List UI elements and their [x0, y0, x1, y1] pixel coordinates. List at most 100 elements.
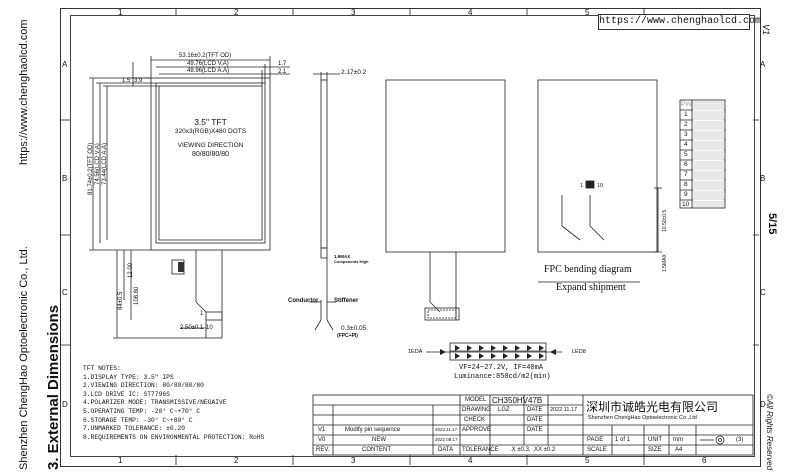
fpc-pin-1-label: 1 — [200, 311, 204, 317]
bend-dim: 10.50±0.5 — [662, 209, 668, 232]
conductor-label: Conductor — [288, 298, 319, 304]
grid-row-b: B — [62, 174, 68, 183]
company-cn-name: 深圳市诚皓光电有限公司 — [586, 400, 719, 414]
fpc-material-label: (FPC+PI) — [337, 333, 358, 339]
tft-notes-title: TFT NOTES: — [83, 365, 121, 372]
rev-v0-date: 2022.08.17 — [435, 437, 458, 442]
tft-note-4: 4.POLARIZER MODE: TRANSMISSIVE/NEGAIVE — [83, 399, 227, 407]
component-height-dim: 1.9MAX — [334, 254, 351, 259]
led-left-label: 1EDA — [408, 349, 423, 355]
page-label: PAGE — [587, 437, 604, 443]
grid-col-2-bottom: 2 — [234, 456, 239, 465]
drawing-date-label: DATE — [527, 407, 543, 413]
tft-note-2: 2.VIEWING DIRECTION: 80/80/80/80 — [83, 382, 204, 390]
tft-note-6: 6.STORAGE TEMP: -30° C~+80° C — [83, 416, 193, 424]
grid-col-1-bottom: 1 — [118, 456, 123, 465]
fpc-pin-10-label: 10 — [206, 325, 213, 331]
led-vf-text: VF=24~27.2V, IF=40mA — [459, 364, 544, 372]
fpc-length-dim: 108.80 — [134, 286, 140, 305]
tft-note-3: 3.LCD DRIVE IC: ST7796S — [83, 390, 170, 398]
pin-table-header: PIN — [681, 101, 692, 108]
grid-col-5: 5 — [585, 8, 590, 17]
grid-col-2: 2 — [234, 8, 239, 17]
bend-tail-dim: 1.5MAX — [662, 254, 668, 272]
rev-header-content: CONTENT — [362, 447, 391, 453]
pin-row-8: 8 — [684, 181, 688, 188]
dim-height-od: 81.74±0.2(TFT OD) — [88, 142, 94, 195]
component-height-label: Components High — [334, 259, 369, 264]
tft-note-8: 8.REQUIREMENTS ON ENVIRONMENTAL PROTECTI… — [83, 433, 265, 441]
grid-col-1: 1 — [118, 8, 123, 17]
size-label: SIZE — [648, 447, 662, 453]
view-direction-label: VIEWING DIRECTION — [177, 142, 244, 149]
dim-left-1: 1.5 — [122, 78, 131, 84]
check-label: CHECK — [464, 417, 486, 423]
drawing-date-value: 2022.11.17 — [550, 407, 578, 413]
rev-header-date: DATA — [438, 447, 454, 453]
scale-label: SCALE — [587, 447, 607, 453]
dim-lcd-va: 49.76(LCD V.A) — [187, 61, 229, 67]
rev-v0: V0 — [318, 437, 326, 443]
pin-table-blurred-cells — [693, 101, 724, 207]
tolerance-value: .X ±0.3, .XX ±0.2 — [510, 447, 556, 453]
pin-row-3: 3 — [684, 131, 688, 138]
grid-col-6-bottom: 6 — [702, 456, 707, 465]
view-direction-value: 80/80/80/80 — [192, 151, 229, 158]
header-url[interactable]: https://www.chenghaolcd.com — [598, 14, 761, 30]
unit-label: UNIT — [648, 437, 662, 443]
tft-notes: TFT NOTES: 1.DISPLAY TYPE: 3.5" IPS 2.VI… — [83, 365, 264, 442]
model-label: MODEL — [465, 397, 487, 403]
dim-height-va: 74.56(LCD V.A) — [95, 143, 101, 185]
grid-row-d: D — [62, 400, 68, 409]
tft-note-5: 5.OPERATING TEMP: -20° C~+70° C — [83, 407, 201, 415]
stiffener-label: Stiffener — [334, 298, 359, 304]
tolerance-label: TOLERANCE — [462, 447, 499, 453]
led-luminance-text: Luminance:850cd/m2(min) — [454, 373, 551, 381]
projection-symbol-icon — [698, 436, 728, 446]
dim-tft-od: 53.16±0.2(TFT OD) — [179, 53, 232, 59]
model-value: CH350HV47B — [492, 396, 543, 405]
thickness-dim: 2.17±0.2 — [341, 69, 367, 76]
grid-row-a: A — [62, 60, 68, 69]
dim-left-2: 3.9 — [134, 78, 143, 84]
display-size-label: 3.5" TFT — [194, 117, 227, 127]
dim-right-1: 1.7 — [278, 61, 287, 67]
grid-col-4: 4 — [468, 8, 473, 17]
dim-height-aa: 73.44(LCD A.A) — [102, 142, 108, 185]
grid-row-c-right: C — [760, 288, 766, 297]
drawing-frame — [60, 8, 761, 467]
fpc-tail-dim: 84±0.5 — [118, 291, 124, 310]
pin-row-10: 10 — [682, 201, 690, 208]
grid-col-3: 3 — [351, 8, 356, 17]
led-right-label: LED8 — [572, 349, 586, 355]
fpc-pitch-dim: 2.50±0.1 — [180, 325, 204, 331]
drawing-value: LGZ — [498, 407, 510, 413]
projection-label: (3) — [736, 437, 744, 443]
grid-col-5-bottom: 5 — [585, 456, 590, 465]
fpc-thickness-dim: 0.3±0.05 — [341, 325, 367, 332]
grid-col-4-bottom: 4 — [468, 456, 473, 465]
pin-row-4: 4 — [684, 141, 688, 148]
size-value: A4 — [675, 447, 683, 453]
unit-value: mm — [673, 437, 683, 443]
dim-right-2: 2.1 — [278, 69, 287, 75]
fpc-width-dim: 12.00 — [128, 262, 134, 278]
company-en-name: Shenzhen ChengHao Optoelectronic Co.,Ltd — [588, 415, 697, 421]
bend-pin-1-label: 1 — [580, 183, 584, 189]
pin-row-9: 9 — [684, 191, 688, 198]
tft-note-1: 1.DISPLAY TYPE: 3.5" IPS — [83, 373, 174, 381]
pin-row-6: 6 — [684, 161, 688, 168]
page-value: 1 of 1 — [615, 437, 631, 443]
rev-v1-date: 2022.11.17 — [435, 427, 458, 432]
expand-shipment-title: Expand shipment — [556, 282, 626, 293]
pin-row-5: 5 — [684, 151, 688, 158]
dim-lcd-aa: 48.96(LCD A.A) — [187, 68, 230, 74]
bend-pin-10-label: 10 — [597, 183, 604, 189]
grid-row-c: C — [62, 288, 68, 297]
drawing-inner-frame — [70, 15, 755, 457]
approve-date-label: DATE — [527, 427, 543, 433]
rev-v1-content: Modify pin sequence — [345, 427, 401, 433]
display-resolution-label: 320x3(RGB)X480 DOTS — [174, 128, 247, 135]
rev-header-ver: REV. — [316, 447, 330, 453]
